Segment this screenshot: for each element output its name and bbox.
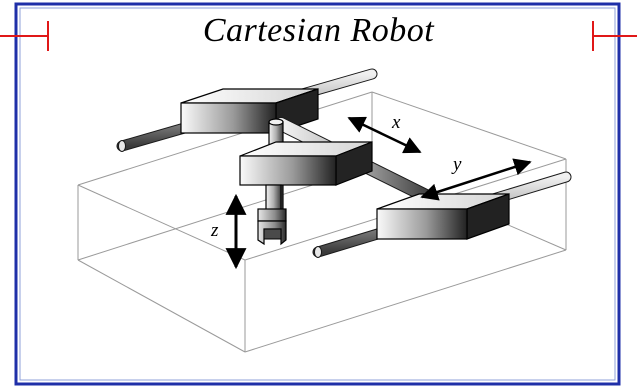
x-motion-arrow: [347, 116, 422, 154]
y-axis-label: y: [451, 154, 462, 175]
back-carriage-block: [180, 88, 319, 134]
frame-inner-border: [19, 7, 616, 381]
page-title: Cartesian Robot: [202, 12, 435, 49]
middle-slide-block: [239, 141, 373, 186]
z-rod-lower: [265, 184, 282, 212]
frame-outer-border: [14, 2, 621, 386]
gripper-end-effector: [257, 208, 287, 246]
y-motion-arrow: [420, 158, 532, 201]
left-corner-mark: [0, 21, 49, 51]
right-corner-mark: [592, 21, 637, 51]
x-axis-label: x: [391, 112, 401, 133]
front-carriage-block: [376, 193, 510, 240]
z-axis-label: z: [210, 220, 219, 241]
